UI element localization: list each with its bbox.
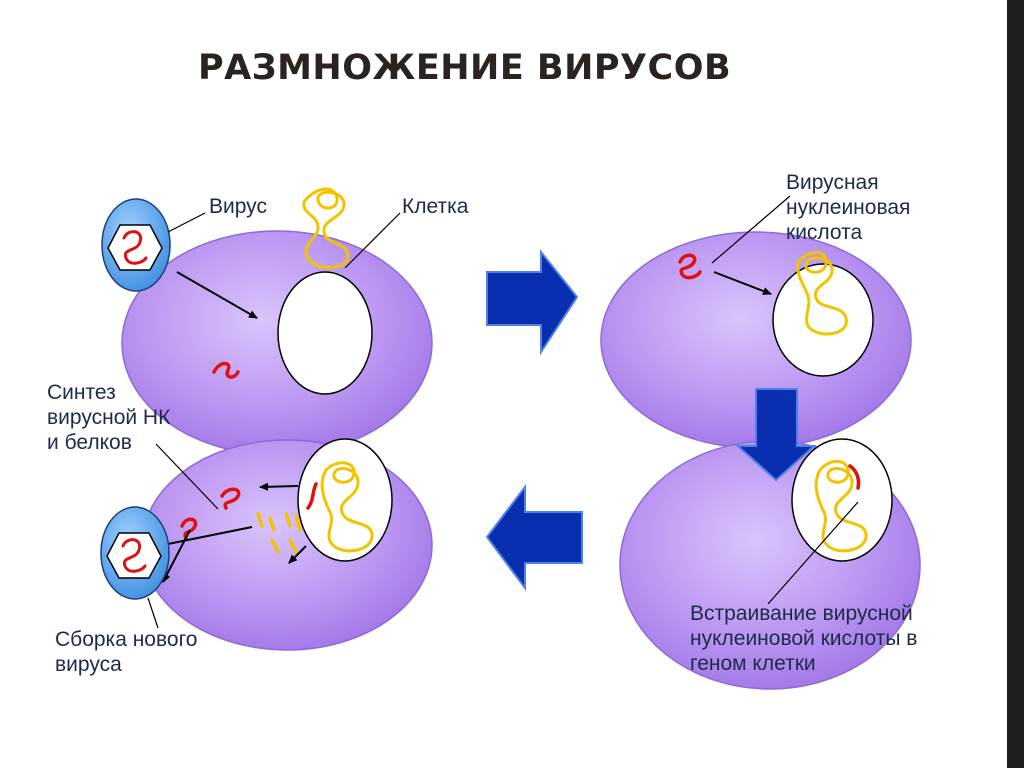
label-line: Встраивание вирусной — [690, 602, 913, 625]
slide-edge-band — [1007, 0, 1024, 768]
cell-stage-1 — [121, 187, 433, 456]
cell-dna — [320, 461, 374, 553]
label-line: нуклеиновой кислоты в — [690, 627, 918, 650]
label-line: Синтез — [47, 381, 116, 404]
viral-rna — [212, 361, 240, 379]
cell-nucleus — [277, 271, 373, 395]
label-line: и белков — [47, 431, 132, 454]
label-synthesis: Синтез вирусной НК и белков — [47, 380, 170, 455]
assembly-arrow — [157, 526, 253, 549]
label-viral-nucleic-acid: Вирусная нуклеиновая кислота — [786, 170, 910, 245]
assembly-arrow — [162, 529, 191, 583]
integrated-viral-rna — [848, 464, 861, 490]
cell-dna — [302, 187, 350, 269]
label-line: геном клетки — [690, 652, 816, 675]
leader-assembly — [147, 597, 159, 629]
synthesized-proteins — [256, 512, 302, 554]
cell-nucleus — [772, 263, 874, 377]
synthesized-rna — [220, 487, 241, 510]
label-line: нуклеиновая — [786, 196, 911, 219]
new-virus-particle — [100, 506, 170, 600]
label-cell: Клетка — [402, 195, 469, 218]
label-line: вируса — [55, 653, 122, 676]
cell-stage-4 — [141, 438, 433, 651]
cell-dna — [796, 251, 848, 336]
rna-entry-arrow — [713, 271, 772, 295]
process-arrow-down — [735, 388, 817, 482]
leader-synthesis — [155, 443, 219, 510]
export-arrow — [288, 545, 307, 564]
cell-body — [141, 439, 433, 651]
label-assembly: Сборка нового вируса — [55, 627, 197, 677]
process-arrow-left — [485, 484, 583, 592]
injection-arrow — [176, 271, 258, 319]
virus-rna — [122, 230, 148, 265]
viral-rna-copy — [306, 482, 318, 510]
cell-stage-3 — [619, 438, 921, 690]
leader-integration — [767, 501, 859, 605]
leader-viral-nucleic-acid — [711, 195, 791, 264]
virus-particle — [101, 198, 171, 292]
process-arrow-right — [486, 249, 579, 356]
label-line: Вирусная — [786, 171, 879, 194]
label-virus: Вирус — [209, 195, 267, 218]
leader-cell — [344, 212, 401, 269]
cell-dna — [814, 459, 868, 553]
synthesized-rna — [180, 517, 198, 540]
label-integration: Встраивание вирусной нуклеиновой кислоты… — [690, 601, 917, 676]
viral-rna — [678, 253, 702, 280]
virus-rna — [121, 538, 147, 573]
export-arrow — [259, 482, 299, 491]
page-title: РАЗМНОЖЕНИЕ ВИРУСОВ — [198, 48, 732, 88]
label-line: кислота — [786, 221, 863, 244]
label-line: Сборка нового — [55, 628, 198, 651]
leader-virus — [167, 212, 206, 233]
cell-stage-2 — [600, 231, 912, 449]
label-line: вирусной НК — [47, 406, 171, 429]
